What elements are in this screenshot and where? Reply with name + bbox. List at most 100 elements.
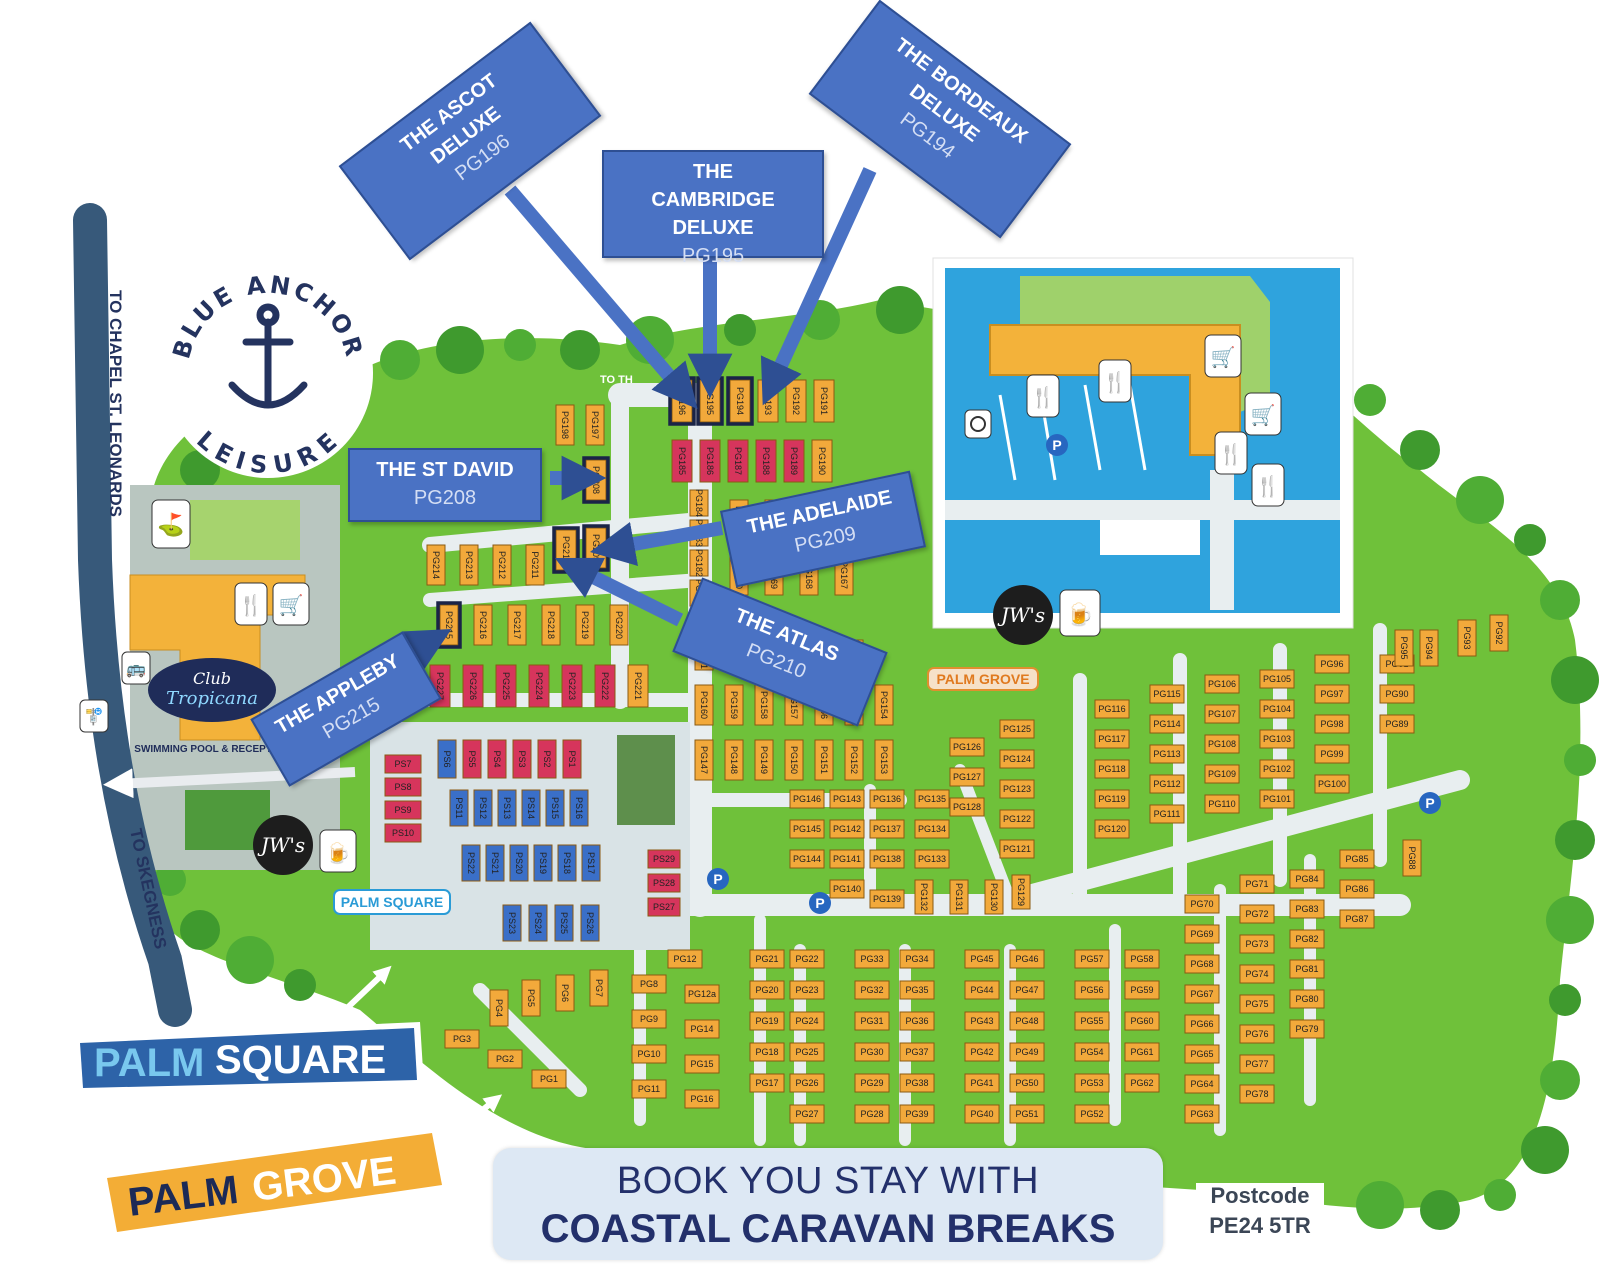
plot-pg90[interactable]: PG90 bbox=[1379, 684, 1415, 704]
plot-ps11[interactable]: PS11 bbox=[449, 789, 469, 827]
plot-pg93[interactable]: PG93 bbox=[1457, 619, 1477, 657]
plot-pg67[interactable]: PG67 bbox=[1184, 984, 1220, 1004]
plot-pg12[interactable]: PG12 bbox=[667, 949, 703, 969]
plot-pg143[interactable]: PG143 bbox=[829, 789, 865, 809]
plot-pg76[interactable]: PG76 bbox=[1239, 1024, 1275, 1044]
plot-pg215[interactable]: PG215 bbox=[439, 604, 459, 646]
plot-pg59[interactable]: PG59 bbox=[1124, 980, 1160, 1000]
plot-ps26[interactable]: PS26 bbox=[580, 904, 600, 942]
plot-pg127[interactable]: PG127 bbox=[949, 767, 985, 787]
plot-pg130[interactable]: PG130 bbox=[984, 879, 1004, 915]
plot-pg139[interactable]: PG139 bbox=[869, 889, 905, 909]
plot-pg141[interactable]: PG141 bbox=[829, 849, 865, 869]
plot-pg223[interactable]: PG223 bbox=[561, 664, 583, 708]
plot-ps10[interactable]: PS10 bbox=[384, 823, 422, 843]
plot-pg78[interactable]: PG78 bbox=[1239, 1084, 1275, 1104]
plot-pg65[interactable]: PG65 bbox=[1184, 1044, 1220, 1064]
plot-pg12a[interactable]: PG12a bbox=[684, 984, 720, 1004]
plot-pg126[interactable]: PG126 bbox=[949, 737, 985, 757]
plot-pg95[interactable]: PG95 bbox=[1394, 629, 1414, 667]
plot-pg38[interactable]: PG38 bbox=[899, 1073, 935, 1093]
plot-ps21[interactable]: PS21 bbox=[485, 844, 505, 882]
plot-pg98[interactable]: PG98 bbox=[1314, 714, 1350, 734]
plot-pg52[interactable]: PG52 bbox=[1074, 1104, 1110, 1124]
plot-pg137[interactable]: PG137 bbox=[869, 819, 905, 839]
plot-ps9[interactable]: PS9 bbox=[384, 800, 422, 820]
plot-pg150[interactable]: PG150 bbox=[784, 739, 804, 781]
plot-pg85[interactable]: PG85 bbox=[1339, 849, 1375, 869]
plot-pg25[interactable]: PG25 bbox=[789, 1042, 825, 1062]
plot-pg184[interactable]: PG184 bbox=[689, 489, 709, 517]
plot-pg189[interactable]: PG189 bbox=[783, 439, 805, 483]
plot-pg128[interactable]: PG128 bbox=[949, 797, 985, 817]
plot-pg82[interactable]: PG82 bbox=[1289, 929, 1325, 949]
plot-pg211[interactable]: PG211 bbox=[525, 544, 545, 586]
plot-pg16[interactable]: PG16 bbox=[684, 1089, 720, 1109]
plot-pg124[interactable]: PG124 bbox=[999, 749, 1035, 769]
plot-pg20[interactable]: PG20 bbox=[749, 980, 785, 1000]
plot-pg81[interactable]: PG81 bbox=[1289, 959, 1325, 979]
plot-pg219[interactable]: PG219 bbox=[575, 604, 595, 646]
plot-pg224[interactable]: PG224 bbox=[528, 664, 550, 708]
plot-pg216[interactable]: PG216 bbox=[473, 604, 493, 646]
plot-pg80[interactable]: PG80 bbox=[1289, 989, 1325, 1009]
plot-pg14[interactable]: PG14 bbox=[684, 1019, 720, 1039]
plot-pg50[interactable]: PG50 bbox=[1009, 1073, 1045, 1093]
plot-ps2[interactable]: PS2 bbox=[537, 739, 557, 779]
plot-pg54[interactable]: PG54 bbox=[1074, 1042, 1110, 1062]
plot-pg104[interactable]: PG104 bbox=[1259, 699, 1295, 719]
plot-ps13[interactable]: PS13 bbox=[497, 789, 517, 827]
plot-pg35[interactable]: PG35 bbox=[899, 980, 935, 1000]
plot-pg75[interactable]: PG75 bbox=[1239, 994, 1275, 1014]
plot-pg152[interactable]: PG152 bbox=[844, 739, 864, 781]
plot-pg120[interactable]: PG120 bbox=[1094, 819, 1130, 839]
plot-pg45[interactable]: PG45 bbox=[964, 949, 1000, 969]
plot-pg51[interactable]: PG51 bbox=[1009, 1104, 1045, 1124]
plot-pg1[interactable]: PG1 bbox=[531, 1069, 567, 1089]
plot-ps23[interactable]: PS23 bbox=[502, 904, 522, 942]
plot-pg226[interactable]: PG226 bbox=[462, 664, 484, 708]
plot-pg103[interactable]: PG103 bbox=[1259, 729, 1295, 749]
plot-pg44[interactable]: PG44 bbox=[964, 980, 1000, 1000]
plot-pg133[interactable]: PG133 bbox=[914, 849, 950, 869]
plot-pg111[interactable]: PG111 bbox=[1149, 804, 1185, 824]
plot-pg198[interactable]: PG198 bbox=[555, 404, 575, 446]
plot-ps4[interactable]: PS4 bbox=[487, 739, 507, 779]
plot-pg191[interactable]: PG191 bbox=[813, 379, 835, 423]
plot-ps27[interactable]: PS27 bbox=[647, 897, 681, 917]
plot-pg192[interactable]: PG192 bbox=[785, 379, 807, 423]
plot-ps22[interactable]: PS22 bbox=[461, 844, 481, 882]
plot-pg28[interactable]: PG28 bbox=[854, 1104, 890, 1124]
plot-pg190[interactable]: PG190 bbox=[811, 439, 833, 483]
plot-ps14[interactable]: PS14 bbox=[521, 789, 541, 827]
plot-ps12[interactable]: PS12 bbox=[473, 789, 493, 827]
callout-cambridge[interactable]: THE CAMBRIDGE DELUXE PG195 bbox=[602, 150, 824, 267]
plot-pg71[interactable]: PG71 bbox=[1239, 874, 1275, 894]
plot-pg62[interactable]: PG62 bbox=[1124, 1073, 1160, 1093]
plot-ps8[interactable]: PS8 bbox=[384, 777, 422, 797]
plot-ps1[interactable]: PS1 bbox=[562, 739, 582, 779]
plot-pg182[interactable]: PG182 bbox=[689, 549, 709, 577]
plot-pg129[interactable]: PG129 bbox=[1011, 874, 1031, 910]
plot-ps3[interactable]: PS3 bbox=[512, 739, 532, 779]
plot-pg41[interactable]: PG41 bbox=[964, 1073, 1000, 1093]
plot-pg99[interactable]: PG99 bbox=[1314, 744, 1350, 764]
plot-pg209[interactable]: PG209 bbox=[585, 527, 607, 569]
plot-pg36[interactable]: PG36 bbox=[899, 1011, 935, 1031]
plot-pg145[interactable]: PG145 bbox=[789, 819, 825, 839]
plot-pg123[interactable]: PG123 bbox=[999, 779, 1035, 799]
plot-pg212[interactable]: PG212 bbox=[492, 544, 512, 586]
plot-pg27[interactable]: PG27 bbox=[789, 1104, 825, 1124]
plot-pg102[interactable]: PG102 bbox=[1259, 759, 1295, 779]
plot-pg57[interactable]: PG57 bbox=[1074, 949, 1110, 969]
plot-pg73[interactable]: PG73 bbox=[1239, 934, 1275, 954]
plot-pg225[interactable]: PG225 bbox=[495, 664, 517, 708]
plot-pg117[interactable]: PG117 bbox=[1094, 729, 1130, 749]
plot-pg17[interactable]: PG17 bbox=[749, 1073, 785, 1093]
plot-pg87[interactable]: PG87 bbox=[1339, 909, 1375, 929]
plot-pg210[interactable]: PG210 bbox=[555, 529, 577, 571]
plot-pg18[interactable]: PG18 bbox=[749, 1042, 785, 1062]
plot-pg37[interactable]: PG37 bbox=[899, 1042, 935, 1062]
plot-pg29[interactable]: PG29 bbox=[854, 1073, 890, 1093]
plot-pg84[interactable]: PG84 bbox=[1289, 869, 1325, 889]
